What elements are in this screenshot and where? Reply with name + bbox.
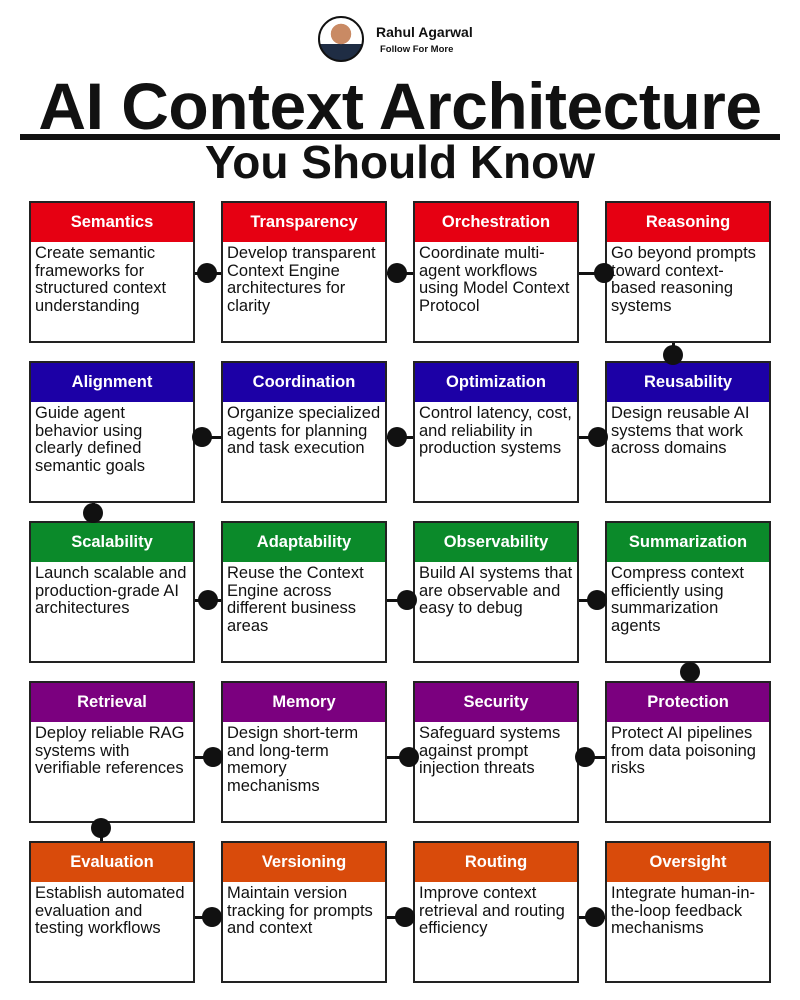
- card-description: Design short-term and long-term memory m…: [227, 724, 359, 795]
- connector-dot: [397, 590, 417, 610]
- card-title: Alignment: [31, 363, 193, 402]
- card-title: Reasoning: [607, 203, 769, 242]
- card-description: Integrate human-in-the-loop feedback mec…: [611, 884, 755, 937]
- page-title: AI Context Architecture: [38, 69, 762, 143]
- card-description: Reuse the Context Engine across differen…: [227, 564, 364, 635]
- card-description: Establish automated evaluation and testi…: [35, 884, 185, 937]
- card-description: Guide agent behavior using clearly defin…: [35, 404, 146, 475]
- connector-dot: [198, 590, 218, 610]
- connector-dot: [387, 427, 407, 447]
- card-title: Observability: [415, 523, 577, 562]
- author-subtitle: Follow For More: [380, 43, 454, 55]
- connector-dot: [192, 427, 212, 447]
- card-title: Evaluation: [31, 843, 193, 882]
- connector-dot: [588, 427, 608, 447]
- author-name: Rahul Agarwal: [376, 23, 473, 40]
- card-description: Develop transparent Context Engine archi…: [227, 244, 376, 315]
- card-description: Organize specialized agents for planning…: [227, 404, 381, 457]
- card-title: Scalability: [31, 523, 193, 562]
- connector-dot: [587, 590, 607, 610]
- connector-dot: [594, 263, 614, 283]
- card-title: Oversight: [607, 843, 769, 882]
- avatar: [318, 16, 364, 62]
- connector-dot: [663, 345, 683, 365]
- connector-dot: [83, 503, 103, 523]
- card-title: Memory: [223, 683, 385, 722]
- card-description: Coordinate multi-agent workflows using M…: [419, 244, 570, 315]
- card-title: Orchestration: [415, 203, 577, 242]
- card-title: Security: [415, 683, 577, 722]
- card-description: Safeguard systems against prompt injecti…: [419, 724, 561, 777]
- connector-dot: [575, 747, 595, 767]
- card-description: Deploy reliable RAG systems with verifia…: [35, 724, 185, 777]
- card-description: Protect AI pipelines from data poisoning…: [611, 724, 756, 777]
- card-title: Coordination: [223, 363, 385, 402]
- card-description: Create semantic frameworks for structure…: [35, 244, 167, 315]
- card-title: Versioning: [223, 843, 385, 882]
- author-badge: Rahul Agarwal Follow For More: [318, 16, 473, 62]
- page-subtitle: You Should Know: [204, 136, 596, 188]
- card-description: Improve context retrieval and routing ef…: [419, 884, 565, 937]
- connector-dot: [399, 747, 419, 767]
- card-title: Adaptability: [223, 523, 385, 562]
- card-title: Routing: [415, 843, 577, 882]
- card-description: Maintain version tracking for prompts an…: [227, 884, 373, 937]
- card-title: Optimization: [415, 363, 577, 402]
- title-underline: [20, 134, 780, 140]
- card-title: Semantics: [31, 203, 193, 242]
- card-description: Control latency, cost, and reliability i…: [419, 404, 572, 457]
- connector-dot: [395, 907, 415, 927]
- connector-dot: [585, 907, 605, 927]
- connector-dot: [197, 263, 217, 283]
- card-title: Retrieval: [31, 683, 193, 722]
- connector-dot: [91, 818, 111, 838]
- card-description: Compress context efficiently using summa…: [611, 564, 744, 635]
- connector-dot: [202, 907, 222, 927]
- card-title: Summarization: [607, 523, 769, 562]
- card-description: Launch scalable and production-grade AI …: [35, 564, 187, 617]
- card-description: Go beyond prompts toward context-based r…: [611, 244, 756, 315]
- connector-line: [577, 272, 605, 275]
- connector-dot: [203, 747, 223, 767]
- card-description: Build AI systems that are observable and…: [419, 564, 573, 617]
- card-title: Transparency: [223, 203, 385, 242]
- connector-dot: [387, 263, 407, 283]
- connector-dot: [680, 662, 700, 682]
- card-description: Design reusable AI systems that work acr…: [611, 404, 750, 457]
- card-title: Protection: [607, 683, 769, 722]
- card-title: Reusability: [607, 363, 769, 402]
